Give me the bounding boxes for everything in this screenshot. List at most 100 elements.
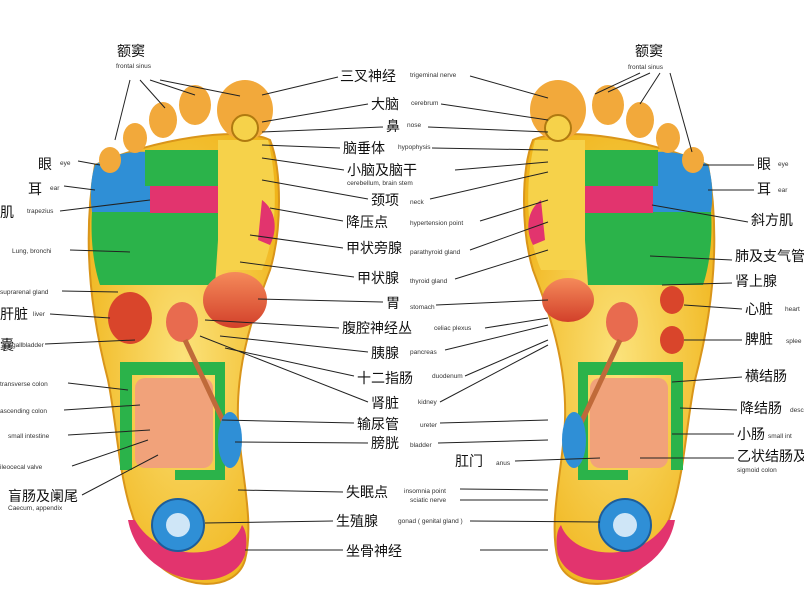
left-big-toe-brain — [231, 114, 259, 142]
right-gonad-inner — [613, 513, 637, 537]
center-label-zh: 膀胱 — [371, 436, 399, 452]
left-ureter — [182, 338, 228, 427]
right-label-zh: 脾脏 — [745, 332, 773, 348]
center-label-en: celiac plexus — [434, 325, 472, 332]
center-label-zh: 颈项 — [371, 193, 399, 209]
left-big-toe — [217, 80, 273, 140]
center-label-en: nose — [407, 122, 422, 129]
left-gonad-inner — [166, 513, 190, 537]
center-label-zh: 胃 — [386, 296, 400, 312]
right-leader-line — [639, 72, 661, 105]
center-label-en: bladder — [410, 442, 432, 449]
center-leader-left — [239, 261, 355, 278]
right-leader-line — [651, 204, 749, 223]
right-ureter — [577, 338, 623, 427]
center-leader-right — [464, 339, 549, 377]
right-small-intestine — [590, 378, 668, 468]
center-leader-left — [261, 103, 369, 123]
right-stomach — [542, 278, 594, 322]
right-kidney — [606, 302, 638, 342]
right-spleen — [660, 326, 684, 354]
left-label-zh: 眼 — [38, 157, 52, 173]
left-toe-base-green — [145, 150, 220, 186]
center-leader-right — [454, 249, 549, 280]
center-label-zh: 腹腔神经丛 — [342, 321, 412, 337]
center-leader-left — [261, 157, 345, 171]
right-label-zh: 心脏 — [745, 302, 773, 318]
center-leader-right — [440, 103, 549, 121]
right-leader-line — [669, 72, 693, 153]
right-label-zh: 小肠 — [737, 427, 765, 443]
center-label-en: hypertension point — [410, 220, 464, 227]
right-label-en: desc — [790, 407, 804, 414]
leader-lines — [44, 72, 754, 551]
center-label-zh: 大脑 — [371, 97, 399, 113]
left-toe-2 — [179, 85, 211, 125]
left-small-intestine — [135, 378, 213, 468]
left-toe-3 — [149, 102, 177, 138]
right-leader-line — [683, 304, 743, 310]
right-label-zh: 眼 — [757, 157, 771, 173]
right-toe-base-green — [583, 150, 658, 186]
center-label-en: parathyroid gland — [410, 249, 461, 256]
left-leader-line — [67, 429, 151, 436]
left-label-en: ascending colon — [0, 408, 47, 415]
left-trapezius — [150, 185, 218, 213]
left-leader-line — [44, 339, 136, 345]
center-leader-right — [514, 457, 601, 462]
left-leader-line — [63, 404, 141, 411]
left-leader-line — [114, 79, 131, 141]
right-label-zh: 降结肠 — [740, 401, 782, 417]
center-leader-right — [435, 299, 549, 306]
right-label-en: frontal sinus — [628, 64, 664, 71]
left-leader-line — [81, 454, 159, 496]
center-leader-left — [234, 441, 369, 444]
center-leader-right — [484, 317, 549, 329]
center-label-zh: 生殖腺 — [336, 514, 378, 530]
left-side-pink — [258, 200, 275, 245]
left-label-en: suprarenal gland — [0, 289, 49, 296]
left-leader-line — [71, 439, 149, 467]
right-label-zh: 额窦 — [635, 44, 663, 60]
center-leader-right — [469, 520, 601, 523]
right-label-en: splee — [786, 338, 802, 345]
center-leader-right — [439, 344, 549, 403]
left-label-zh: 额窦 — [117, 44, 145, 60]
left-colon — [120, 362, 225, 480]
right-label-en: ear — [778, 187, 788, 194]
right-heel-pink — [556, 520, 675, 580]
center-label-zh: 甲状旁腺 — [346, 241, 402, 257]
right-colon — [578, 362, 683, 480]
center-leader-left — [224, 347, 355, 377]
center-label-zh: 甲状腺 — [357, 271, 399, 287]
center-label-en: cerebrum — [411, 100, 439, 107]
left-heel-pink — [128, 520, 247, 580]
center-label-zh: 十二指肠 — [357, 371, 413, 387]
center-label-zh: 鼻 — [386, 119, 400, 135]
right-big-toe-brain — [544, 114, 572, 142]
left-leader-line — [49, 313, 111, 319]
center-leader-left — [219, 335, 369, 353]
left-label-zh: 肌 — [0, 205, 14, 221]
right-toe-2 — [592, 85, 624, 125]
center-leader-right — [444, 324, 549, 351]
right-leader-line — [607, 72, 651, 93]
left-label-zh: 耳 — [28, 182, 42, 198]
center-leader-left — [204, 520, 334, 524]
center-label-en: duodenum — [432, 373, 463, 380]
right-bladder — [562, 412, 586, 468]
center-leader-right — [437, 439, 549, 444]
left-leader-line — [159, 79, 241, 97]
center-label-en: thyroid gland — [410, 278, 448, 285]
left-label-en: Lung, bronchi — [12, 248, 52, 255]
left-label-en: trapezius — [27, 208, 54, 215]
left-liver — [108, 292, 152, 344]
left-label-en: small intestine — [8, 433, 50, 440]
center-label-en: stomach — [410, 304, 435, 311]
left-label-zh: 盲肠及阑尾 — [8, 489, 78, 505]
right-big-toe — [530, 80, 586, 140]
left-leader-line — [69, 249, 131, 253]
center-leader-right — [479, 199, 549, 222]
center-leader-right — [459, 488, 549, 491]
right-label-zh: 横结肠 — [745, 369, 787, 385]
